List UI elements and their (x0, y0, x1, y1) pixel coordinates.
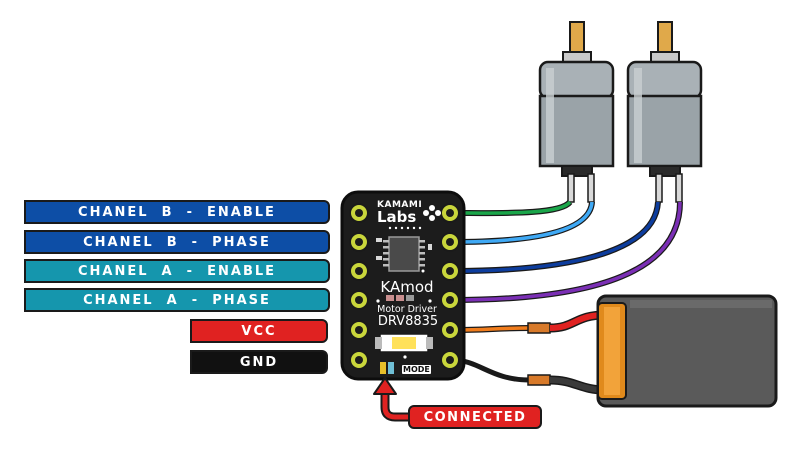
label-chanel-b-phase: CHANEL B - PHASE (24, 230, 330, 254)
label-text: GND (239, 354, 279, 370)
label-text: VCC (241, 323, 277, 339)
label-text: CHANEL B - PHASE (83, 234, 271, 250)
pads-right (440, 203, 460, 370)
logo-icon (423, 205, 441, 221)
mode-jumper (380, 362, 394, 374)
smd-components (376, 238, 432, 359)
connector-header (375, 333, 433, 353)
label-text: CHANEL A - PHASE (83, 292, 271, 308)
label-chanel-a-enable: CHANEL A - ENABLE (24, 259, 330, 283)
wire-purple (451, 201, 683, 303)
connected-text: CONNECTED (423, 409, 527, 425)
driver-board (340, 190, 466, 381)
motor-right (626, 21, 703, 203)
brand-top-text: KAMAMI (377, 200, 423, 210)
label-gnd: GND (190, 350, 328, 374)
label-chanel-b-enable: CHANEL B - ENABLE (24, 200, 330, 224)
mode-label: MODE (402, 365, 431, 374)
label-text: CHANEL B - ENABLE (78, 204, 276, 220)
product-subtitle: Motor Driver (377, 304, 437, 315)
pads-left (349, 203, 369, 370)
ic-chip (383, 236, 425, 273)
connected-arrow (373, 377, 415, 422)
battery-pack (596, 294, 778, 408)
label-vcc: VCC (190, 319, 328, 343)
brand-bottom-text: Labs (377, 208, 417, 226)
label-text: CHANEL A - ENABLE (77, 263, 277, 279)
chip-name: DRV8835 (377, 314, 439, 329)
wire-light-blue (451, 201, 595, 245)
motor-left (538, 21, 615, 203)
connected-callout: CONNECTED (408, 405, 542, 429)
label-chanel-a-phase: CHANEL A - PHASE (24, 288, 330, 312)
product-name: KAmod (380, 278, 434, 296)
